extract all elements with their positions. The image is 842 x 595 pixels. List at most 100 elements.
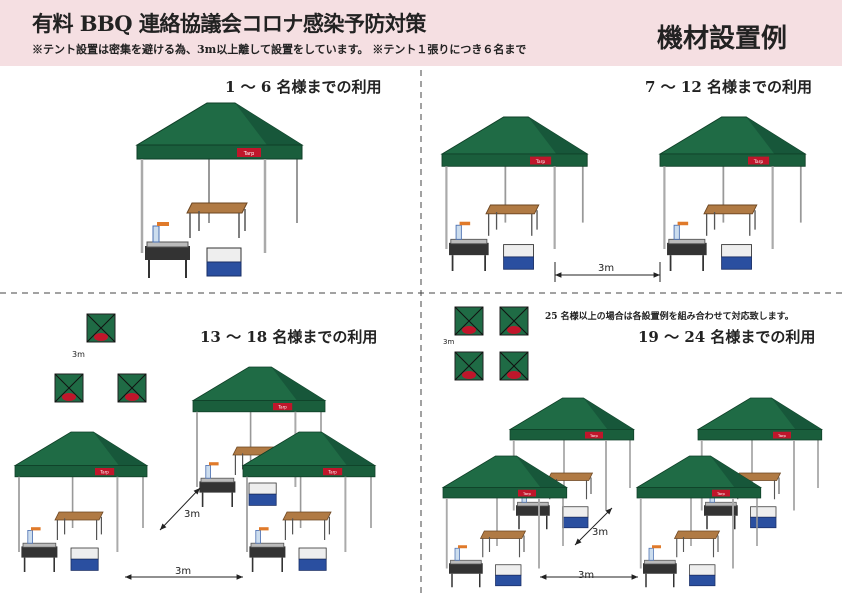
tent-valance bbox=[636, 487, 762, 499]
tent: Tarp bbox=[658, 116, 807, 249]
cooler-body bbox=[298, 558, 327, 571]
cooler-lid bbox=[495, 564, 522, 576]
distance-label: 3m bbox=[578, 570, 595, 581]
tent: Tarp bbox=[635, 455, 763, 569]
torch bbox=[459, 221, 471, 226]
tarp-label-badge bbox=[62, 393, 76, 401]
torch bbox=[259, 527, 269, 531]
tent-top-view bbox=[454, 306, 484, 336]
grill-grate bbox=[22, 542, 57, 548]
distance-label: 3m bbox=[175, 566, 192, 577]
tent-roof-side bbox=[583, 398, 634, 430]
tent-valance bbox=[509, 429, 635, 441]
tarp-label-badge bbox=[748, 156, 770, 165]
distance-label: 3m bbox=[184, 509, 201, 520]
arrow-head bbox=[555, 272, 562, 278]
tent-valance bbox=[441, 153, 588, 167]
grill-grate bbox=[705, 501, 737, 507]
cooler-lid bbox=[689, 564, 716, 576]
tarp-label: Tarp bbox=[753, 159, 763, 165]
page-badge: 機材設置例 bbox=[657, 24, 788, 54]
grill-grate bbox=[644, 559, 676, 565]
bbq-grill bbox=[249, 527, 286, 573]
cooler-body bbox=[495, 574, 522, 587]
bbq-grill bbox=[643, 545, 677, 588]
cooler-body bbox=[721, 256, 752, 270]
table-top bbox=[282, 511, 332, 521]
arrow-head bbox=[160, 523, 167, 530]
tarp-label-badge bbox=[95, 468, 115, 476]
arrow-head bbox=[605, 508, 612, 515]
section-title-7-12: 7 〜 12 名様までの利用 bbox=[645, 78, 812, 96]
cooler-body bbox=[248, 493, 277, 506]
tent-top-cross bbox=[454, 351, 484, 381]
grill-body bbox=[199, 481, 236, 493]
grill-grate bbox=[450, 559, 482, 565]
tent-top-view bbox=[54, 373, 84, 403]
cooler-lid bbox=[70, 547, 99, 560]
tent-top-view bbox=[454, 351, 484, 381]
cooler-box bbox=[248, 482, 277, 506]
cooler-lid bbox=[750, 506, 777, 518]
tent: Tarp bbox=[508, 397, 636, 511]
distance-arrow bbox=[159, 487, 201, 531]
cooler-box bbox=[721, 244, 752, 270]
grill-body bbox=[449, 563, 483, 574]
arrow-head bbox=[575, 538, 582, 545]
cooler-body bbox=[206, 261, 242, 277]
tarp-label: Tarp bbox=[243, 151, 255, 157]
tarp-label-badge bbox=[507, 326, 521, 334]
tarp-label-badge bbox=[530, 156, 552, 165]
header-banner: 有料 BBQ 連絡協議会コロナ感染予防対策 ※テント設置は密集を避ける為、3m以… bbox=[0, 0, 842, 66]
bbq-grill bbox=[449, 221, 489, 272]
cooler-body bbox=[750, 516, 777, 529]
tarp-label: Tarp bbox=[277, 405, 287, 410]
tent-roof-side bbox=[235, 103, 302, 145]
table bbox=[673, 530, 721, 558]
table-top bbox=[54, 511, 104, 521]
grill-body bbox=[449, 242, 489, 256]
tarp-label: Tarp bbox=[589, 434, 599, 438]
bbq-grill bbox=[449, 545, 483, 588]
torch bbox=[458, 545, 467, 549]
distance-label: 3m bbox=[598, 263, 615, 274]
cooler-lid bbox=[248, 482, 277, 495]
tarp-label-badge bbox=[507, 371, 521, 379]
table bbox=[186, 202, 248, 238]
torch bbox=[677, 221, 689, 226]
bbq-grill bbox=[145, 222, 190, 278]
bbq-grill bbox=[21, 527, 58, 573]
grill-grate bbox=[517, 501, 549, 507]
tent-roof-side bbox=[528, 117, 588, 154]
section-title-19-24: 19 〜 24 名様までの利用 bbox=[638, 328, 816, 346]
arrow-head bbox=[193, 488, 200, 495]
tent-top-view bbox=[499, 306, 529, 336]
table bbox=[703, 204, 758, 236]
grill-grate bbox=[668, 238, 706, 245]
cooler-body bbox=[503, 256, 534, 270]
bottle bbox=[455, 224, 462, 240]
tarp-label-badge bbox=[273, 403, 293, 411]
tarp-label: Tarp bbox=[522, 492, 532, 496]
tarp-label: Tarp bbox=[777, 434, 787, 438]
distance-label: 3m bbox=[592, 527, 609, 538]
section-note-25plus: 25 名様以上の場合は各設置例を組み合わせて対応致します。 bbox=[545, 312, 794, 322]
torch bbox=[157, 222, 169, 226]
distance-arrow bbox=[574, 507, 613, 546]
tent: Tarp bbox=[241, 431, 377, 553]
cooler-box bbox=[689, 564, 716, 587]
tarp-label-badge bbox=[237, 148, 261, 157]
bottle bbox=[454, 547, 460, 561]
tent-roof-side bbox=[516, 456, 567, 488]
tent-roof-side bbox=[710, 456, 761, 488]
cooler-lid bbox=[298, 547, 327, 560]
grill-grate bbox=[450, 238, 488, 245]
section-title-13-18: 13 〜 18 名様までの利用 bbox=[200, 328, 378, 346]
bottle bbox=[27, 529, 33, 544]
cooler-body bbox=[689, 574, 716, 587]
tent-valance bbox=[697, 429, 823, 441]
tarp-label-badge bbox=[323, 468, 343, 476]
tent-valance bbox=[442, 487, 568, 499]
page-subtitle: ※テント設置は密集を避ける為、3m以上離して設置をしています。 ※テント１張りに… bbox=[32, 43, 527, 56]
cooler-box bbox=[503, 244, 534, 270]
